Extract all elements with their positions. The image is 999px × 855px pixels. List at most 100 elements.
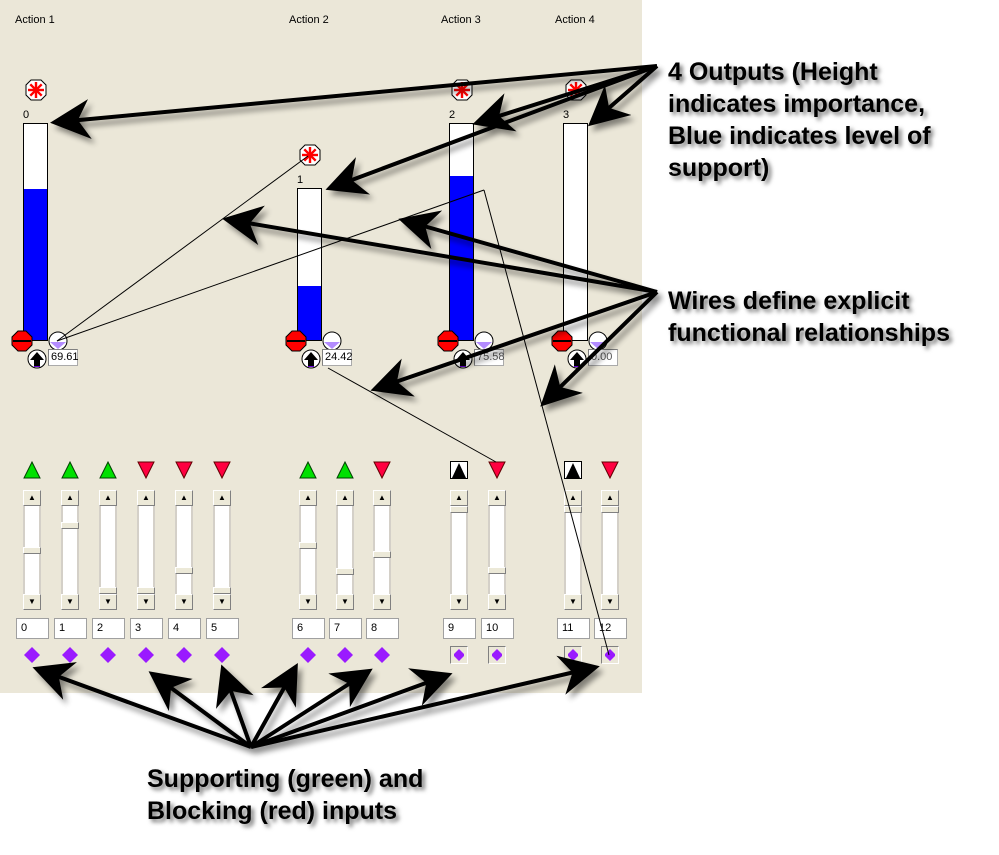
blocking-triangle-icon[interactable] (137, 461, 155, 479)
slider-track[interactable] (137, 506, 155, 594)
input-id-field[interactable]: 1 (54, 618, 87, 639)
blocking-triangle-icon[interactable] (488, 461, 506, 479)
block-stop-icon[interactable] (551, 330, 573, 352)
input-slider[interactable]: ▲▼ (99, 490, 117, 610)
slider-down-button[interactable]: ▼ (213, 594, 231, 610)
output-star-icon[interactable] (299, 144, 321, 166)
input-id-field[interactable]: 8 (366, 618, 399, 639)
slider-thumb[interactable] (299, 542, 317, 549)
input-slider[interactable]: ▲▼ (175, 490, 193, 610)
input-id-field[interactable]: 10 (481, 618, 514, 639)
input-slider[interactable]: ▲▼ (450, 490, 468, 610)
input-slider[interactable]: ▲▼ (373, 490, 391, 610)
input-slider[interactable]: ▲▼ (61, 490, 79, 610)
input-diamond-icon[interactable] (99, 646, 117, 664)
input-slider[interactable]: ▲▼ (488, 490, 506, 610)
blocking-triangle-icon[interactable] (213, 461, 231, 479)
input-id-field[interactable]: 2 (92, 618, 125, 639)
slider-up-button[interactable]: ▲ (601, 490, 619, 506)
slider-down-button[interactable]: ▼ (336, 594, 354, 610)
output-connector-icon[interactable] (322, 331, 342, 351)
slider-down-button[interactable]: ▼ (61, 594, 79, 610)
input-connector-diamond-icon[interactable] (488, 646, 506, 664)
slider-up-button[interactable]: ▲ (450, 490, 468, 506)
slider-down-button[interactable]: ▼ (450, 594, 468, 610)
input-diamond-icon[interactable] (23, 646, 41, 664)
slider-thumb[interactable] (99, 587, 117, 594)
slider-up-button[interactable]: ▲ (99, 490, 117, 506)
slider-up-button[interactable]: ▲ (373, 490, 391, 506)
block-stop-icon[interactable] (11, 330, 33, 352)
slider-up-button[interactable]: ▲ (175, 490, 193, 506)
slider-up-button[interactable]: ▲ (336, 490, 354, 506)
blocking-triangle-icon[interactable] (175, 461, 193, 479)
slider-thumb[interactable] (373, 551, 391, 558)
slider-thumb[interactable] (601, 506, 619, 513)
input-id-field[interactable]: 3 (130, 618, 163, 639)
slider-thumb[interactable] (175, 567, 193, 574)
slider-track[interactable] (373, 506, 391, 594)
input-id-field[interactable]: 7 (329, 618, 362, 639)
input-slider[interactable]: ▲▼ (137, 490, 155, 610)
input-id-field[interactable]: 11 (557, 618, 590, 639)
slider-up-button[interactable]: ▲ (137, 490, 155, 506)
input-slider[interactable]: ▲▼ (299, 490, 317, 610)
output-star-icon[interactable] (25, 79, 47, 101)
slider-down-button[interactable]: ▼ (99, 594, 117, 610)
boost-arrow-icon[interactable] (301, 349, 321, 369)
input-diamond-icon[interactable] (61, 646, 79, 664)
input-slider[interactable]: ▲▼ (601, 490, 619, 610)
slider-thumb[interactable] (23, 547, 41, 554)
slider-track[interactable] (99, 506, 117, 594)
slider-up-button[interactable]: ▲ (488, 490, 506, 506)
input-id-field[interactable]: 9 (443, 618, 476, 639)
slider-track[interactable] (601, 506, 619, 594)
output-bar[interactable] (297, 188, 322, 341)
boost-arrow-icon[interactable] (27, 349, 47, 369)
input-slider[interactable]: ▲▼ (23, 490, 41, 610)
input-diamond-icon[interactable] (175, 646, 193, 664)
output-connector-icon[interactable] (474, 331, 494, 351)
supporting-triangle-icon[interactable] (299, 461, 317, 479)
supporting-triangle-icon[interactable] (336, 461, 354, 479)
supporting-triangle-icon[interactable] (23, 461, 41, 479)
input-slider[interactable]: ▲▼ (336, 490, 354, 610)
slider-thumb[interactable] (137, 587, 155, 594)
input-diamond-icon[interactable] (373, 646, 391, 664)
neutral-triangle-icon[interactable] (450, 461, 468, 479)
slider-track[interactable] (213, 506, 231, 594)
slider-up-button[interactable]: ▲ (299, 490, 317, 506)
slider-down-button[interactable]: ▼ (175, 594, 193, 610)
blocking-triangle-icon[interactable] (601, 461, 619, 479)
wire-action1-to-action3[interactable] (56, 189, 485, 342)
slider-track[interactable] (299, 506, 317, 594)
slider-down-button[interactable]: ▼ (488, 594, 506, 610)
slider-down-button[interactable]: ▼ (137, 594, 155, 610)
slider-down-button[interactable]: ▼ (564, 594, 582, 610)
slider-up-button[interactable]: ▲ (61, 490, 79, 506)
input-connector-diamond-icon[interactable] (450, 646, 468, 664)
slider-thumb[interactable] (564, 506, 582, 513)
slider-thumb[interactable] (61, 522, 79, 529)
input-id-field[interactable]: 5 (206, 618, 239, 639)
slider-down-button[interactable]: ▼ (601, 594, 619, 610)
slider-down-button[interactable]: ▼ (23, 594, 41, 610)
block-stop-icon[interactable] (437, 330, 459, 352)
input-id-field[interactable]: 12 (594, 618, 627, 639)
output-value-field[interactable]: 24.42 (322, 349, 353, 366)
slider-thumb[interactable] (213, 587, 231, 594)
block-stop-icon[interactable] (285, 330, 307, 352)
input-diamond-icon[interactable] (299, 646, 317, 664)
input-diamond-icon[interactable] (137, 646, 155, 664)
wire-action1-to-action2[interactable] (56, 155, 309, 342)
supporting-triangle-icon[interactable] (99, 461, 117, 479)
slider-thumb[interactable] (336, 568, 354, 575)
input-slider[interactable]: ▲▼ (213, 490, 231, 610)
output-bar[interactable] (23, 123, 48, 341)
supporting-triangle-icon[interactable] (61, 461, 79, 479)
input-id-field[interactable]: 4 (168, 618, 201, 639)
input-diamond-icon[interactable] (336, 646, 354, 664)
input-id-field[interactable]: 6 (292, 618, 325, 639)
slider-thumb[interactable] (488, 567, 506, 574)
output-value-field[interactable]: 69.61 (48, 349, 79, 366)
